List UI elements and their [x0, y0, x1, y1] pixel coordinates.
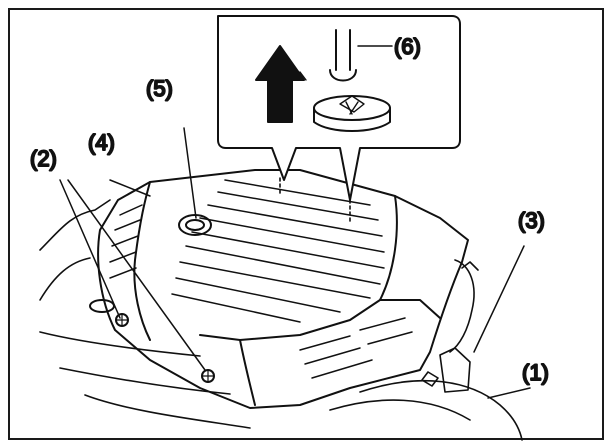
- clip-markers: [279, 177, 351, 225]
- diagram-frame: [8, 8, 604, 440]
- cover-ribs: [109, 179, 413, 379]
- label-6: (6): [394, 34, 421, 59]
- up-arrow-icon: [255, 45, 305, 123]
- label-5: (5): [146, 76, 173, 101]
- engine-background: [39, 199, 523, 441]
- engine-cover: [97, 169, 469, 409]
- inset-callout: [217, 15, 461, 201]
- label-2: (2): [30, 146, 57, 171]
- label-4: (4): [88, 130, 115, 155]
- label-3: (3): [518, 208, 545, 233]
- leader-lines: [59, 45, 531, 399]
- label-1: (1): [522, 360, 549, 385]
- clip-pin-icon: [335, 29, 351, 71]
